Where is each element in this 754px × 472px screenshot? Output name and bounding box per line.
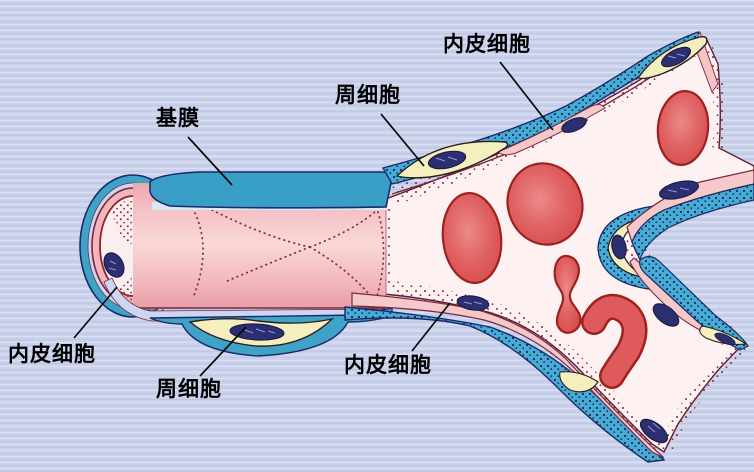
red-blood-cells: [441, 90, 710, 389]
basement-membrane-band: [149, 171, 393, 209]
label-basement-membrane: 基膜: [156, 106, 200, 130]
nucleus: [660, 46, 692, 68]
nucleus: [456, 295, 490, 311]
capillary-tube-body: [133, 171, 393, 309]
label-pericyte-bottom: 周细胞: [156, 377, 222, 401]
label-endothelial-cell-left: 内皮细胞: [8, 342, 96, 366]
nucleus: [561, 117, 587, 133]
endothelial-cell: [497, 104, 606, 156]
branch-notch: [597, 169, 754, 351]
red-blood-cell: [441, 192, 503, 284]
label-pericyte-top: 周细胞: [335, 83, 401, 107]
nucleus: [714, 332, 736, 346]
red-blood-cell-dumbbell: [553, 254, 582, 334]
nucleus: [427, 150, 467, 170]
nucleus: [652, 303, 680, 327]
leader-lines: [73, 61, 554, 377]
nucleus: [103, 252, 125, 278]
red-blood-cell: [656, 90, 710, 166]
label-endothelial-cell-top: 内皮细胞: [443, 32, 531, 56]
upper-wall: [381, 30, 719, 195]
nucleus: [658, 180, 700, 200]
nucleus: [611, 234, 627, 260]
lower-wall: [344, 292, 669, 463]
cell-boundary-dotted-lines: [192, 209, 385, 301]
label-endothelial-cell-mid: 内皮细胞: [344, 353, 432, 377]
nucleus: [229, 323, 285, 341]
pericyte-cell: [559, 371, 599, 393]
red-blood-cell: [506, 162, 584, 246]
